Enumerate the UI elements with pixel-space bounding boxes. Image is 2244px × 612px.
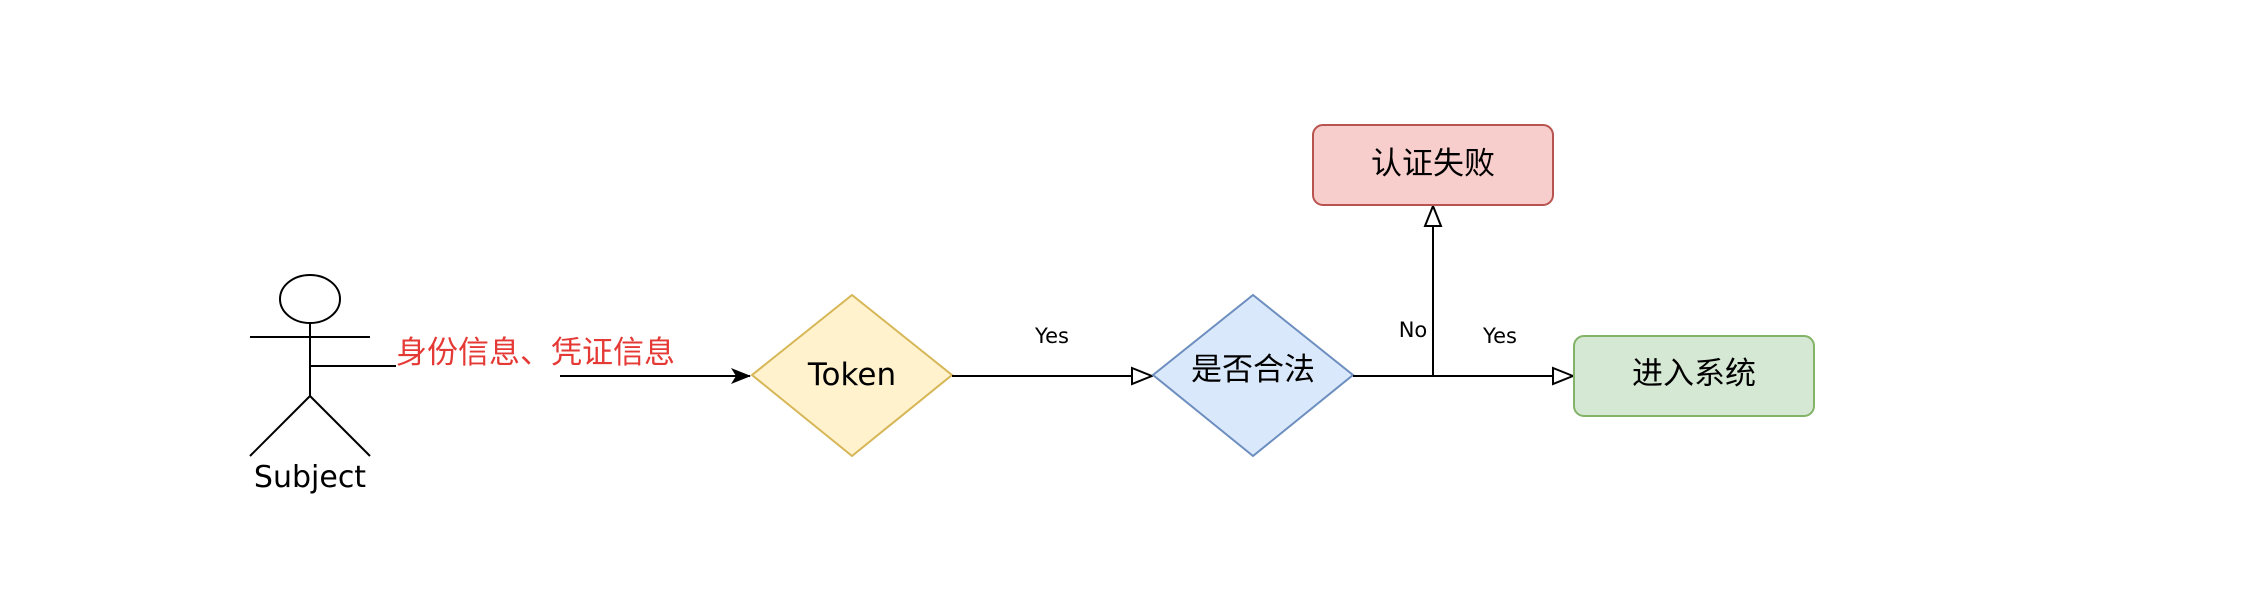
input-label: 身份信息、凭证信息	[396, 335, 675, 371]
edge-label-yes-2: Yes	[1482, 324, 1517, 348]
edge-label-no: No	[1399, 318, 1428, 342]
actor-head	[279, 274, 341, 324]
actor-left-leg	[249, 395, 311, 457]
token-label: Token	[807, 357, 896, 393]
edge-label-yes-1: Yes	[1034, 324, 1069, 348]
fail-label: 认证失败	[1371, 146, 1495, 182]
actor-subject	[249, 274, 371, 457]
actor-label: Subject	[254, 460, 366, 495]
decision-label: 是否合法	[1191, 352, 1315, 388]
enter-label: 进入系统	[1632, 356, 1756, 392]
decision-diamond	[1151, 293, 1355, 458]
token-diamond	[750, 293, 954, 458]
actor-right-leg	[309, 395, 371, 457]
fail-box	[1312, 124, 1554, 206]
enter-box	[1573, 335, 1815, 417]
